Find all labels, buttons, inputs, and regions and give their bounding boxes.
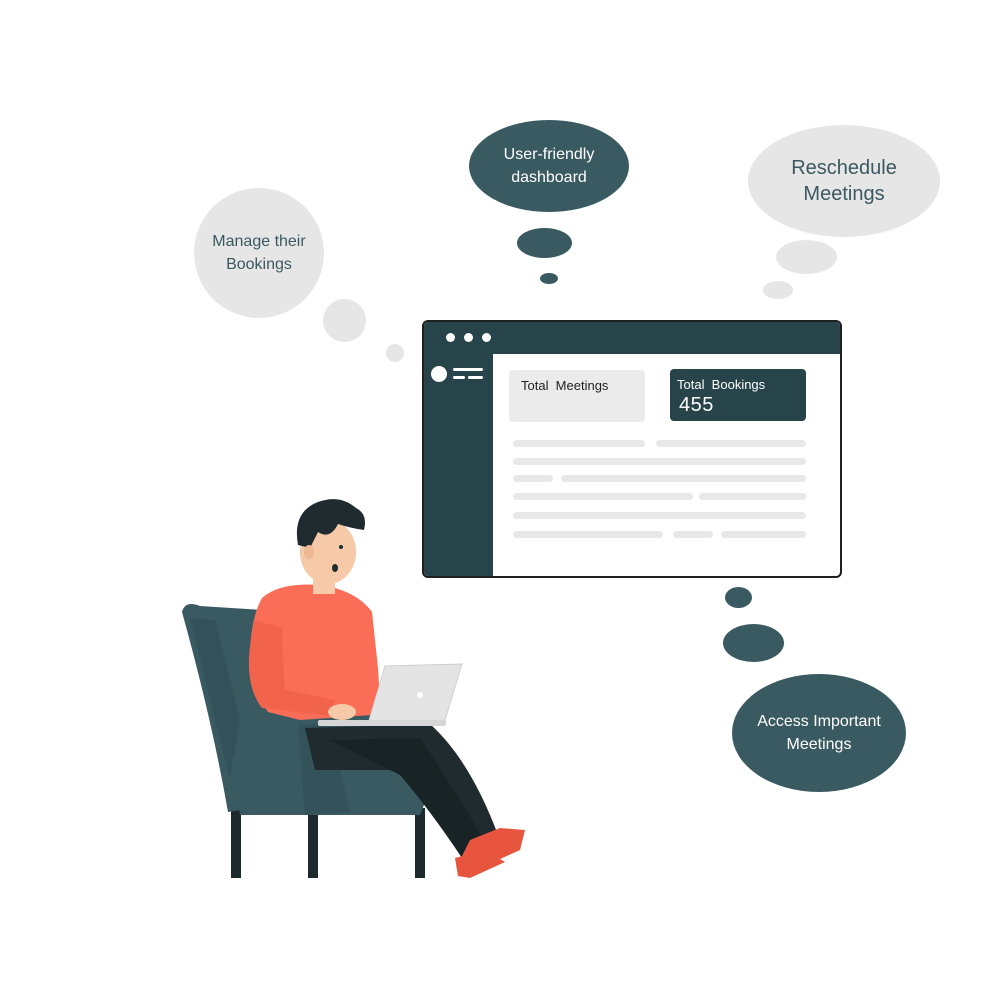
total-meetings-card[interactable]: Total Meetings [509,370,645,422]
window-titlebar [424,322,840,354]
hair [296,499,365,548]
shoe [460,828,525,868]
shoe [455,850,505,878]
eye [339,545,343,549]
placeholder-line [513,493,693,500]
laptop-base [318,720,446,726]
thought-dot [386,344,404,362]
bubble-manage-bookings-text: Manage their Bookings [212,232,306,273]
laptop-icon [367,663,463,725]
ear [304,545,314,559]
chair-back-shade [190,618,240,780]
thought-dot [723,624,784,662]
hand [328,704,356,720]
total-meetings-label: Total Meetings [521,378,609,393]
thought-dot [763,281,793,299]
chair-arm [298,724,350,815]
placeholder-line [656,440,806,447]
pants [305,724,498,850]
menu-icon [468,376,483,379]
chair-leg [415,808,425,878]
chair-leg [308,808,318,878]
shirt [250,584,380,720]
placeholder-line [513,512,806,519]
thought-dot [725,587,752,608]
bubble-reschedule-text: Reschedule Meetings [791,157,897,205]
menu-icon [453,376,465,379]
bubble-manage-bookings: Manage their Bookings [194,188,324,318]
thought-dot [776,240,837,274]
bubble-reschedule-meetings: Reschedule Meetings [748,125,940,237]
placeholder-line [513,475,553,482]
window-dot-icon [464,333,473,342]
thought-dot [540,273,558,284]
avatar-icon [431,366,447,382]
sidebar [424,354,493,576]
arm [248,620,335,716]
placeholder-line [699,493,806,500]
thought-dot [323,299,366,342]
placeholder-line [513,440,645,447]
bubble-access-text: Access Important Meetings [757,712,881,753]
placeholder-line [721,531,806,538]
bubble-user-friendly-text: User-friendly dashboard [503,145,595,186]
window-dot-icon [446,333,455,342]
placeholder-line [673,531,713,538]
chair-back [182,604,305,812]
total-bookings-value: 455 [679,394,714,416]
mouth [332,564,338,572]
placeholder-line [513,458,806,465]
head [300,520,356,584]
window-dot-icon [482,333,491,342]
chair-leg [231,808,241,878]
dashboard-window: Total Meetings Total Bookings 455 [422,320,842,578]
placeholder-line [561,475,806,482]
neck [313,570,335,594]
chair-seat [232,712,430,815]
bubble-access-important-meetings: Access Important Meetings [732,674,906,792]
total-bookings-card[interactable]: Total Bookings 455 [670,369,806,421]
laptop-logo [417,692,423,698]
total-bookings-label: Total Bookings [677,377,766,392]
thought-dot [517,228,572,258]
menu-icon [453,368,483,371]
bubble-user-friendly-dashboard: User-friendly dashboard [469,120,629,212]
placeholder-line [513,531,663,538]
pants-lower [330,738,485,858]
